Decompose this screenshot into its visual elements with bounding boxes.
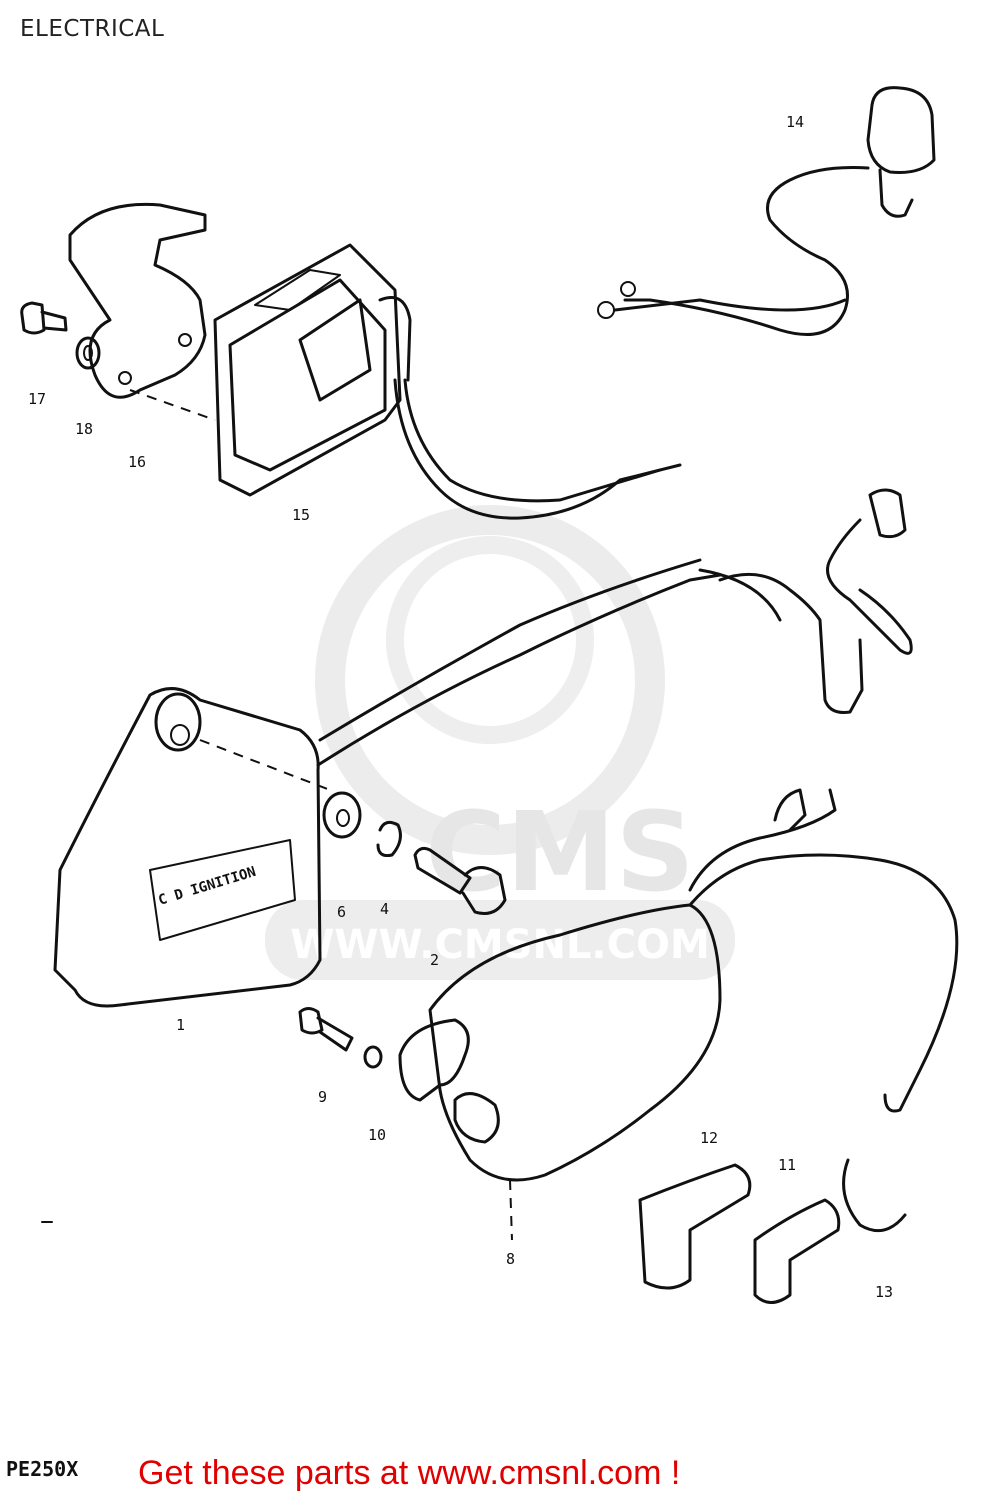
part-16-bracket	[68, 202, 207, 399]
part-8-ignition-coil	[398, 788, 959, 1241]
part-18-washer	[75, 336, 101, 370]
part-13-clip	[842, 1158, 907, 1233]
callout-14: 14	[786, 113, 804, 131]
part-14-sensor	[597, 86, 936, 336]
watermark-brand: CMS	[425, 788, 694, 916]
watermark-url: WWW.CMSNL.COM	[290, 922, 710, 968]
model-code: PE250X	[6, 1457, 79, 1481]
callout-10: 10	[368, 1126, 386, 1144]
part-12-plug-cap	[638, 1163, 752, 1290]
part-15-regulator	[129, 243, 682, 520]
callout-11: 11	[778, 1156, 796, 1174]
callout-18: 18	[75, 420, 93, 438]
callout-4: 4	[380, 900, 389, 918]
callout-8: 8	[506, 1250, 515, 1268]
part-9-bolt	[298, 1007, 354, 1052]
page-title: ELECTRICAL	[20, 16, 165, 42]
callout-16: 16	[128, 453, 146, 471]
callout-13: 13	[875, 1283, 893, 1301]
part-6-washer	[322, 791, 362, 839]
part-kill-switch	[698, 488, 913, 714]
callout-12: 12	[700, 1129, 718, 1147]
callout-15: 15	[292, 506, 310, 524]
callout-2: 2	[430, 951, 439, 969]
part-10-washer	[363, 1045, 383, 1069]
part-2-bolt	[413, 846, 507, 915]
callout-labels: 14 17 18 16 15 6 4 2 1 9 10 8 12 11 13	[28, 113, 893, 1301]
part-11-plug-cap	[753, 1198, 841, 1304]
part-17-bolt	[20, 301, 68, 335]
cdi-plate-label: C D IGNITION	[156, 864, 257, 909]
callout-1: 1	[176, 1016, 185, 1034]
callout-17: 17	[28, 390, 46, 408]
get-parts-link[interactable]: Get these parts at www.cmsnl.com !	[138, 1454, 681, 1492]
exploded-parts-diagram: CMS WWW.CMSNL.COM	[20, 86, 959, 1304]
part-4-lock-washer	[376, 820, 402, 857]
callout-6: 6	[337, 903, 346, 921]
callout-9: 9	[318, 1088, 327, 1106]
